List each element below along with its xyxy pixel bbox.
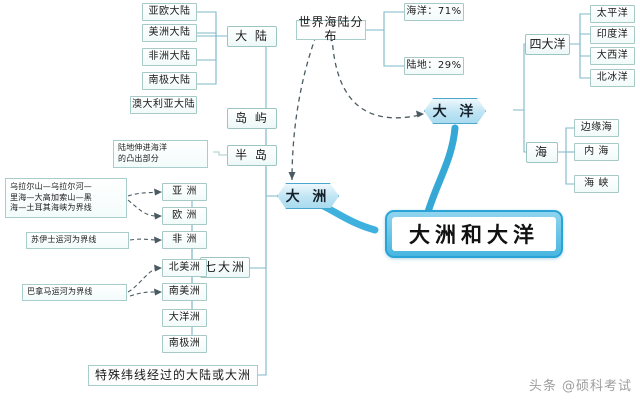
node-group-island[interactable]: 岛 屿: [227, 108, 277, 129]
node-continent-north-america[interactable]: 北美洲: [162, 259, 207, 277]
node-continent-antarctica[interactable]: 南极洲: [162, 335, 207, 353]
note-special-latitude[interactable]: 特殊纬线经过的大陆或大洲: [88, 365, 258, 386]
node-label: 北冰洋: [596, 72, 629, 84]
note-eurasia-boundary[interactable]: 乌拉尔山—乌拉尔河— 里海—大高加索山—黑 海—土耳其海峡为界线: [5, 178, 127, 218]
node-label: 大西洋: [596, 50, 629, 62]
node-world-land-sea-distribution[interactable]: 世界海陆分布: [296, 15, 366, 43]
node-label: 南美洲: [168, 286, 201, 298]
node-label: 澳大利亚大陆: [132, 99, 195, 111]
node-continent-africa[interactable]: 非 洲: [162, 231, 207, 249]
node-label: 非 洲: [172, 234, 197, 246]
node-label: 海: [534, 144, 549, 159]
node-ocean-percentage[interactable]: 海洋：71%: [404, 3, 464, 21]
node-label: 陆地：29%: [406, 60, 462, 72]
node-label: 南极大陆: [148, 75, 191, 87]
note-text: 乌拉尔山—乌拉尔河— 里海—大高加索山—黑 海—土耳其海峡为界线: [10, 181, 92, 213]
node-label: 七大洲: [203, 259, 246, 274]
node-label: 太平洋: [596, 8, 629, 20]
node-label: 北美洲: [168, 262, 201, 274]
node-group-sea[interactable]: 海: [526, 142, 558, 163]
node-label: 大 陆: [235, 28, 269, 43]
note-peninsula-definition[interactable]: 陆地伸进海洋 的凸出部分: [113, 140, 208, 168]
node-label: 海洋：71%: [406, 6, 462, 18]
node-continent-europe[interactable]: 欧 洲: [162, 207, 207, 225]
node-sea-strait[interactable]: 海 峡: [574, 175, 619, 193]
node-label: 欧 洲: [172, 210, 197, 222]
node-ocean-indian[interactable]: 印度洋: [590, 26, 635, 44]
node-label: 海 峡: [584, 178, 609, 190]
watermark: 头条 @硕科考试: [528, 379, 632, 394]
node-ocean-arctic[interactable]: 北冰洋: [590, 69, 635, 87]
note-suez-boundary[interactable]: 苏伊士运河为界线: [26, 232, 129, 249]
branch-node-continents[interactable]: 大 洲: [277, 183, 339, 209]
node-label: 印度洋: [596, 29, 629, 41]
note-text: 巴拿马运河为界线: [27, 287, 93, 297]
node-group-peninsula[interactable]: 半 岛: [227, 145, 277, 166]
node-label: 四大洋: [529, 36, 566, 51]
node-label: 大洋洲: [168, 312, 201, 324]
node-ocean-atlantic[interactable]: 大西洋: [590, 47, 635, 65]
node-label: 边缘海: [580, 122, 613, 134]
node-ocean-pacific[interactable]: 太平洋: [590, 5, 635, 23]
node-sea-marginal[interactable]: 边缘海: [574, 119, 619, 137]
node-group-four-oceans[interactable]: 四大洋: [525, 34, 570, 55]
note-text: 陆地伸进海洋 的凸出部分: [118, 143, 168, 163]
node-label: 岛 屿: [235, 110, 269, 125]
node-sea-inland[interactable]: 内 海: [574, 143, 619, 161]
node-landmass-antarctica[interactable]: 南极大陆: [142, 72, 197, 90]
node-continent-south-america[interactable]: 南美洲: [162, 283, 207, 301]
note-text: 特殊纬线经过的大陆或大洲: [94, 367, 251, 382]
node-landmass-eurasia[interactable]: 亚欧大陆: [142, 3, 197, 21]
node-landmass-australia[interactable]: 澳大利亚大陆: [130, 96, 197, 114]
note-panama-boundary[interactable]: 巴拿马运河为界线: [22, 284, 127, 301]
note-text: 苏伊士运河为界线: [31, 235, 97, 245]
node-group-continent-landmass[interactable]: 大 陆: [227, 26, 277, 47]
node-continent-oceania[interactable]: 大洋洲: [162, 309, 207, 327]
node-label: 内 海: [584, 146, 609, 158]
node-label: 世界海陆分布: [298, 15, 364, 43]
branch-label: 大 洲: [285, 189, 331, 205]
central-title-node[interactable]: 大洲和大洋: [385, 210, 563, 258]
node-label: 非洲大陆: [148, 51, 191, 63]
node-label: 南极洲: [168, 338, 201, 350]
node-landmass-america[interactable]: 美洲大陆: [142, 24, 197, 42]
node-label: 美洲大陆: [148, 27, 191, 39]
node-label: 半 岛: [235, 147, 269, 162]
central-title-label: 大洲和大洋: [392, 217, 556, 251]
node-continent-asia[interactable]: 亚 洲: [162, 183, 207, 201]
branch-label: 大 洋: [432, 104, 478, 120]
node-group-seven-continents[interactable]: 七大洲: [200, 257, 250, 278]
node-land-percentage[interactable]: 陆地：29%: [404, 57, 464, 75]
branch-node-oceans[interactable]: 大 洋: [424, 98, 486, 124]
node-label: 亚 洲: [172, 186, 197, 198]
node-label: 亚欧大陆: [148, 6, 191, 18]
node-landmass-africa[interactable]: 非洲大陆: [142, 48, 197, 66]
